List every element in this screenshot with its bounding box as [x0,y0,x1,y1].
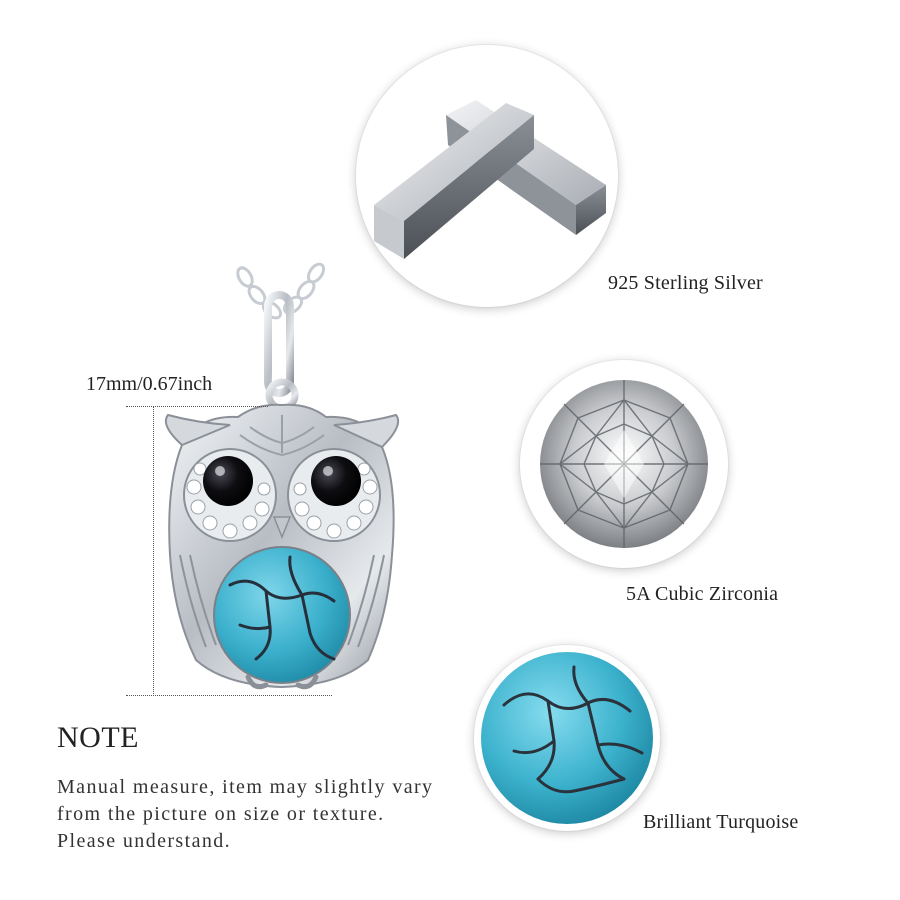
dimension-bottom-line [126,695,332,696]
zirconia-material-circle [520,360,728,568]
dimension-top-line [126,406,268,407]
zirconia-gem-icon [540,380,708,548]
silver-bars-icon [374,100,606,259]
chain [236,262,326,320]
dimension-vertical-line [153,406,154,696]
owl-pendant-image [164,262,400,690]
turquoise-stone-icon [481,652,653,824]
note-line: from the picture on size or texture. [57,803,385,825]
material-label-turquoise: Brilliant Turquoise [643,811,799,833]
turquoise-material-circle [474,645,660,831]
silver-material-circle [356,45,618,307]
note-title: NOTE [57,721,139,754]
material-label-silver: 925 Sterling Silver [608,272,763,294]
dimension-label: 17mm/0.67inch [86,373,213,395]
material-label-zirconia: 5A Cubic Zirconia [626,583,779,605]
note-line: Manual measure, item may slightly vary [57,776,434,798]
note-line: Please understand. [57,830,232,852]
